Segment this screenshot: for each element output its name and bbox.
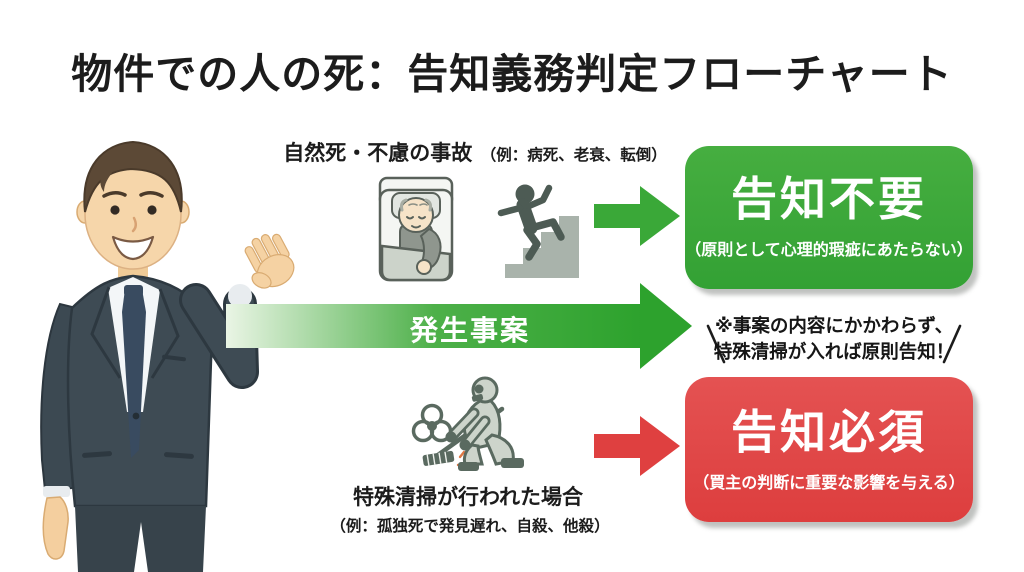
disclosure-not-required-subtitle: （原則として心理的瑕疵にあたらない） — [685, 242, 973, 259]
natural-death-label: 自然死・不慮の事故 （例：病死、老衰、転倒） — [270, 137, 680, 167]
sleeping-elderly-in-bed-icon — [372, 176, 460, 282]
special-cleaning-label: 特殊清掃が行われた場合 （例：孤独死で発見遅れ、自殺、他殺） — [268, 481, 668, 536]
disclosure-required-subtitle: （買主の判断に重要な影響を与える） — [693, 475, 965, 492]
natural-death-label-examples: （例：病死、老衰、転倒） — [480, 147, 667, 164]
note-line-2: 特殊清掃が入れば原則告知！ — [713, 341, 955, 362]
businessman-presenter-illustration — [12, 120, 317, 572]
red-arrow-right-icon — [594, 414, 682, 478]
flow-arrow-label: 発生事案 — [409, 315, 530, 346]
presenting-hand — [244, 233, 295, 289]
note-emphasis-marks — [694, 320, 974, 370]
note-line-1: ※事案の内容にかかわらず、 — [714, 315, 954, 336]
special-cleaning-label-examples: （例：孤独死で発見遅れ、自殺、他殺） — [330, 518, 610, 535]
natural-death-label-main: 自然死・不慮の事故 — [283, 142, 473, 165]
disclosure-not-required-title: 告知不要 — [731, 173, 927, 225]
biohazard-icon — [411, 403, 453, 443]
hazmat-cleaner-icon — [408, 373, 530, 475]
green-arrow-right-icon — [594, 184, 682, 248]
disclosure-required-box: 告知必須 （買主の判断に重要な影響を与える） — [685, 377, 973, 522]
special-cleaning-label-main: 特殊清掃が行われた場合 — [353, 486, 583, 509]
disclosure-not-required-box: 告知不要 （原則として心理的瑕疵にあたらない） — [685, 146, 973, 289]
special-cleaning-note: ※事案の内容にかかわらず、 特殊清掃が入れば原則告知！ — [706, 313, 962, 365]
disclosure-required-title: 告知必須 — [731, 406, 927, 458]
page-title: 物件での人の死：告知義務判定フローチャート — [71, 51, 953, 97]
falling-down-stairs-icon — [487, 180, 582, 278]
green-flow-arrow-icon — [226, 281, 694, 371]
businessman-icon — [40, 140, 295, 572]
